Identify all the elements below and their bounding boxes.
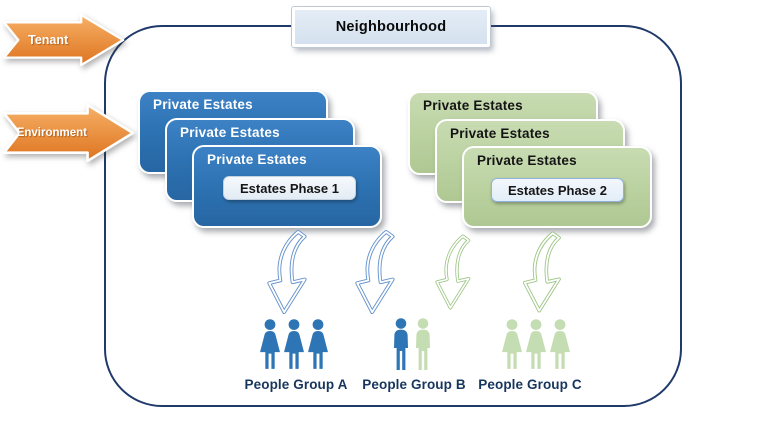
card-label: Private Estates [207,152,307,167]
card-label: Private Estates [450,126,550,141]
person-icon-female [542,318,578,380]
flow-arrow-icon-blue-2 [346,228,402,316]
flow-arrow-icon-green-1 [427,231,477,313]
people-group-b-icons [384,317,440,380]
person-icon-female [276,318,312,380]
person-icon-male [384,317,418,380]
person-icon-male [406,317,440,380]
estates-phase-2-label: Estates Phase 2 [507,182,607,198]
card-label: Private Estates [423,98,523,113]
environment-arrow-icon: Environment [3,104,135,162]
estates-phase-2-button: Estates Phase 2 [491,178,624,202]
tenant-arrow-icon: Tenant [3,14,125,66]
flow-arrow-icon-blue-1 [258,228,314,316]
people-group-b-label: People Group B [362,377,466,392]
person-icon-female [494,318,530,380]
people-group-c-label: People Group C [478,377,582,392]
people-group-c-icons [494,318,578,380]
estates-phase-1-label: Estates Phase 1 [239,180,339,196]
people-group-a-label: People Group A [244,377,348,392]
card-label: Private Estates [180,125,280,140]
person-icon-female [300,318,336,380]
person-icon-female [252,318,288,380]
card-label: Private Estates [153,97,253,112]
neighbourhood-title: Neighbourhood [292,7,490,47]
flow-arrow-icon-green-2 [514,229,568,315]
tenant-arrow-label: Tenant [28,33,69,47]
person-icon-female [518,318,554,380]
private-estates-card-green-front: Private Estates Estates Phase 2 [462,146,652,228]
estates-phase-1-button: Estates Phase 1 [223,176,356,200]
people-group-a-icons [252,318,336,380]
neighbourhood-title-label: Neighbourhood [335,19,447,35]
environment-arrow-label: Environment [16,127,87,139]
card-label: Private Estates [477,153,577,168]
private-estates-card-blue-front: Private Estates Estates Phase 1 [192,145,382,228]
